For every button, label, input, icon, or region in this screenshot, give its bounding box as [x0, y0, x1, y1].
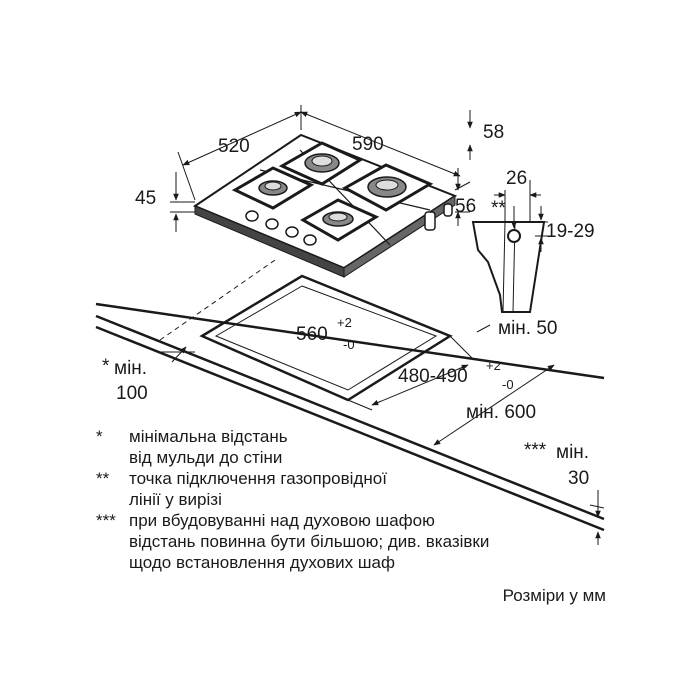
dim-min-wall-mark: *	[102, 356, 110, 377]
dim-min-wall-label: мін.	[114, 358, 147, 379]
footnote-line: точка підключення газопровідної	[129, 469, 387, 488]
burner-front-left	[231, 166, 315, 210]
hob-feet	[424, 203, 453, 231]
footnote-line: лінії у вирізі	[129, 490, 222, 509]
units-note: Розміри у мм	[502, 586, 606, 605]
dim-cutout-width-tol-minus: -0	[343, 337, 355, 352]
hob-dimension-lines	[170, 105, 473, 232]
dimension-labels: 520 590 58 45 56 26 ** 19-29 560 +2 -0 4…	[102, 122, 595, 489]
footnote-line: при вбудовуванні над духовою шафою	[129, 511, 435, 530]
dim-cutout-width: 560	[296, 324, 328, 345]
footnote-1: * мінімальна відстань від мульди до стін…	[96, 426, 616, 468]
dim-min-wall-value: 100	[116, 383, 148, 404]
dim-min-bottom-label: мін.	[556, 442, 589, 463]
dim-min-bottom-mark: ***	[524, 440, 547, 461]
dim-bracket-mark: **	[491, 198, 506, 219]
footnote-mark: **	[96, 469, 110, 488]
footnote-line: мінімальна відстань	[129, 427, 288, 446]
dim-height-total: 58	[483, 122, 504, 143]
dim-width-hob: 520	[218, 136, 250, 157]
dim-height-body: 45	[135, 188, 156, 209]
burner-front-right	[299, 198, 380, 242]
footnote-text: мінімальна відстань від мульди до стіни	[129, 426, 616, 468]
bracket-detail	[471, 180, 548, 313]
cutout-dimension-lines	[160, 324, 605, 545]
footnote-mark: *	[96, 427, 103, 446]
dim-cutout-depth-tol-plus: +2	[486, 358, 501, 373]
control-knobs	[245, 210, 317, 246]
dim-cutout-width-tol-plus: +2	[337, 315, 352, 330]
dim-cutout-depth-tol-minus: -0	[502, 377, 514, 392]
footnote-mark: ***	[96, 511, 116, 530]
dim-min-bottom-value: 30	[568, 468, 589, 489]
dim-min-depth: мін. 600	[466, 402, 536, 423]
dim-bracket-depth: 26	[506, 168, 527, 189]
footnote-2: ** точка підключення газопровідної лінії…	[96, 468, 616, 510]
footnotes: * мінімальна відстань від мульди до стін…	[96, 426, 616, 573]
dim-height-under: 56	[455, 196, 476, 217]
dim-bracket-range: 19-29	[546, 221, 595, 242]
dim-depth-hob: 590	[352, 134, 384, 155]
footnote-text: при вбудовуванні над духовою шафою відст…	[129, 510, 616, 573]
footnote-text: точка підключення газопровідної лінії у …	[129, 468, 616, 510]
footnote-line: відстань повинна бути більшою; див. вказ…	[129, 532, 490, 551]
footnote-line: щодо встановлення духових шаф	[129, 553, 395, 572]
dim-min-front: мін. 50	[498, 318, 557, 339]
dim-cutout-depth: 480-490	[398, 366, 468, 387]
footnote-line: від мульди до стіни	[129, 448, 283, 467]
footnote-3: *** при вбудовуванні над духовою шафою в…	[96, 510, 616, 573]
